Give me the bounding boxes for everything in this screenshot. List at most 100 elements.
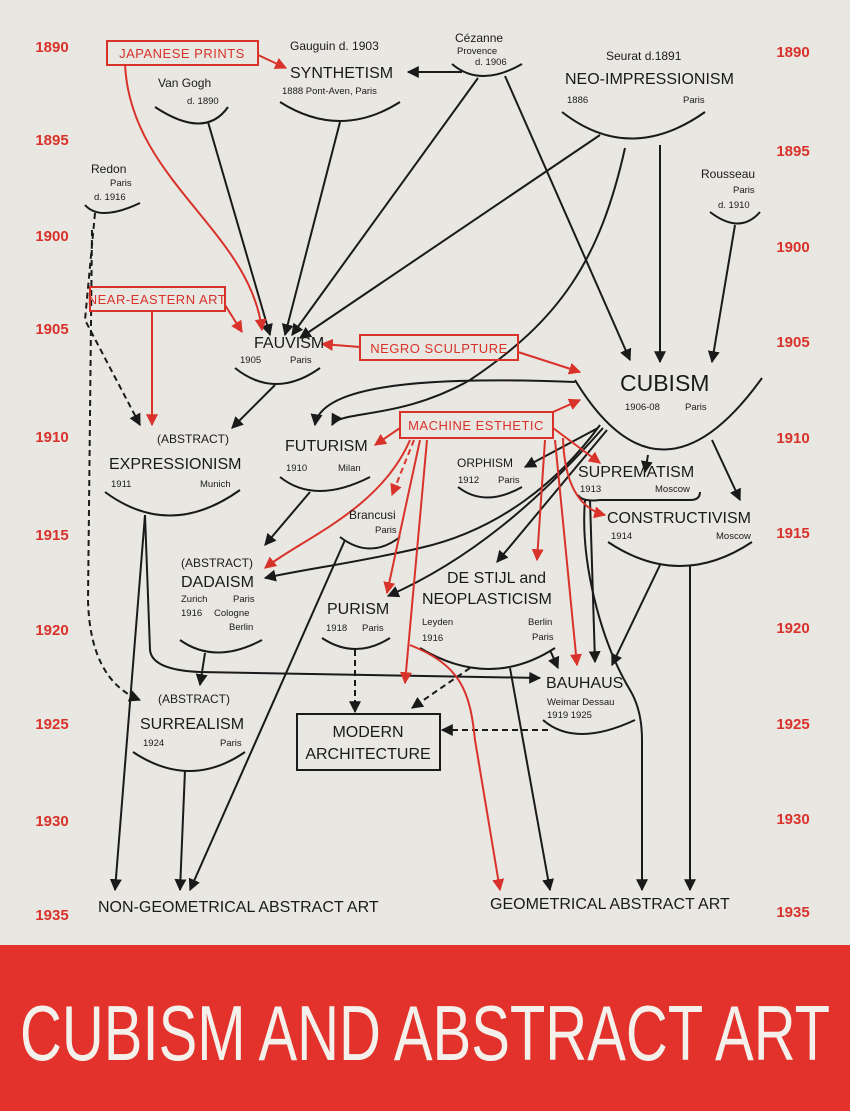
arc-bauhaus: [542, 719, 636, 735]
arc-surrealism: [132, 751, 246, 772]
arc-expressionism: [104, 489, 241, 517]
arc-redon: [84, 202, 141, 214]
fauvism-place: Paris: [290, 355, 312, 366]
brancusi-place: Paris: [375, 525, 397, 536]
year-label: 1905: [35, 321, 68, 338]
year-label: 1920: [776, 620, 809, 637]
year-label: 1900: [776, 239, 809, 256]
bauhaus-places: Weimar Dessau: [547, 697, 614, 708]
arc-fauvism: [234, 367, 321, 385]
orphism-year: 1912: [458, 475, 479, 486]
arc-de-stijl: [419, 647, 556, 670]
cezanne-label: Cézanne: [455, 31, 503, 45]
de-stijl-year: 1916: [422, 633, 443, 644]
seurat-label: Seurat d.1891: [606, 49, 682, 63]
arc-cubism: [574, 377, 763, 451]
arc-neo-impressionism: [561, 111, 706, 140]
neoplasticism-label: NEOPLASTICISM: [422, 591, 552, 608]
year-label: 1900: [35, 228, 68, 245]
years-right: 1890 1895 1900 1905 1910 1915 1920 1925 1930 1935: [776, 44, 809, 921]
year-label: 1930: [776, 811, 809, 828]
neo-year: 1886: [567, 95, 588, 106]
neo-place: Paris: [683, 95, 705, 106]
expressionism-label: EXPRESSIONISM: [109, 456, 241, 473]
de-stijl-paris: Paris: [532, 632, 554, 643]
constructivism-year: 1914: [611, 531, 632, 542]
year-label: 1915: [776, 525, 809, 542]
orphism-place: Paris: [498, 475, 520, 486]
year-label: 1895: [35, 132, 68, 149]
synthetism-label: SYNTHETISM: [290, 65, 393, 82]
machine-esthetic-label: MACHINE ESTHETIC: [408, 418, 544, 433]
arc-dadaism: [179, 639, 263, 654]
neo-impressionism-label: NEO-IMPRESSIONISM: [565, 71, 734, 88]
dadaism-cologne: Cologne: [214, 608, 249, 619]
suprematism-label: SUPREMATISM: [578, 464, 694, 481]
influence-machine-esthetic: MACHINE ESTHETIC: [399, 411, 554, 439]
cubism-label: CUBISM: [620, 370, 709, 396]
expressionism-place: Munich: [200, 479, 231, 490]
arc-rousseau: [709, 211, 761, 225]
geometrical-abstract-art-label: GEOMETRICAL ABSTRACT ART: [490, 896, 730, 913]
synthetism-sub: 1888 Pont-Aven, Paris: [282, 86, 377, 97]
constructivism-place: Moscow: [716, 531, 751, 542]
bauhaus-years: 1919 1925: [547, 710, 592, 721]
year-label: 1905: [776, 334, 809, 351]
arc-synthetism: [279, 101, 401, 122]
futurism-place: Milan: [338, 463, 361, 474]
de-stijl-leyden: Leyden: [422, 617, 453, 628]
van-gogh-label: Van Gogh: [158, 76, 211, 90]
futurism-year: 1910: [286, 463, 307, 474]
cezanne-died: d. 1906: [475, 57, 507, 68]
year-label: 1935: [776, 904, 809, 921]
dadaism-berlin: Berlin: [229, 622, 253, 633]
redon-died: d. 1916: [94, 192, 126, 203]
influence-negro-sculpture: NEGRO SCULPTURE: [359, 334, 519, 361]
fauvism-year: 1905: [240, 355, 261, 366]
arc-cezanne: [451, 63, 523, 77]
year-label: 1890: [776, 44, 809, 61]
year-label: 1925: [35, 716, 68, 733]
brancusi-label: Brancusi: [349, 508, 396, 522]
year-label: 1925: [776, 716, 809, 733]
expressionism-prefix: (ABSTRACT): [157, 432, 229, 446]
bauhaus-label: BAUHAUS: [546, 675, 623, 692]
dadaism-paris: Paris: [233, 594, 255, 605]
van-gogh-died: d. 1890: [187, 96, 219, 107]
futurism-label: FUTURISM: [285, 438, 368, 455]
orphism-label: ORPHISM: [457, 456, 513, 470]
surrealism-year: 1924: [143, 738, 164, 749]
constructivism-label: CONSTRUCTIVISM: [607, 510, 751, 527]
near-eastern-art-label: NEAR-EASTERN ART: [88, 292, 227, 307]
suprematism-place: Moscow: [655, 484, 690, 495]
arc-van-gogh: [154, 106, 229, 125]
node-labels: Gauguin d. 1903 SYNTHETISM 1888 Pont-Ave…: [91, 31, 755, 749]
japanese-prints-label: JAPANESE PRINTS: [119, 46, 245, 61]
arc-purism: [321, 637, 391, 650]
arc-constructivism: [607, 541, 753, 567]
influence-lines-red: [124, 54, 607, 892]
arc-orphism: [457, 486, 523, 499]
year-label: 1910: [776, 430, 809, 447]
modern-label: MODERN: [332, 724, 403, 741]
influence-japanese-prints: JAPANESE PRINTS: [106, 40, 259, 66]
purism-place: Paris: [362, 623, 384, 634]
year-label: 1910: [35, 429, 68, 446]
dadaism-year: 1916: [181, 608, 202, 619]
cubism-place: Paris: [685, 402, 707, 413]
expressionism-year: 1911: [111, 479, 131, 490]
surrealism-prefix: (ABSTRACT): [158, 692, 230, 706]
negro-sculpture-label: NEGRO SCULPTURE: [370, 341, 508, 356]
arc-suprematism: [577, 491, 701, 502]
suprematism-year: 1913: [580, 484, 601, 495]
architecture-label: ARCHITECTURE: [305, 746, 430, 763]
surrealism-place: Paris: [220, 738, 242, 749]
year-label: 1895: [776, 143, 809, 160]
dadaism-label: DADAISM: [181, 574, 254, 591]
surrealism-label: SURREALISM: [140, 716, 244, 733]
gauguin-label: Gauguin d. 1903: [290, 39, 379, 53]
redon-place: Paris: [110, 178, 132, 189]
influence-near-eastern-art: NEAR-EASTERN ART: [88, 286, 227, 312]
purism-year: 1918: [326, 623, 347, 634]
